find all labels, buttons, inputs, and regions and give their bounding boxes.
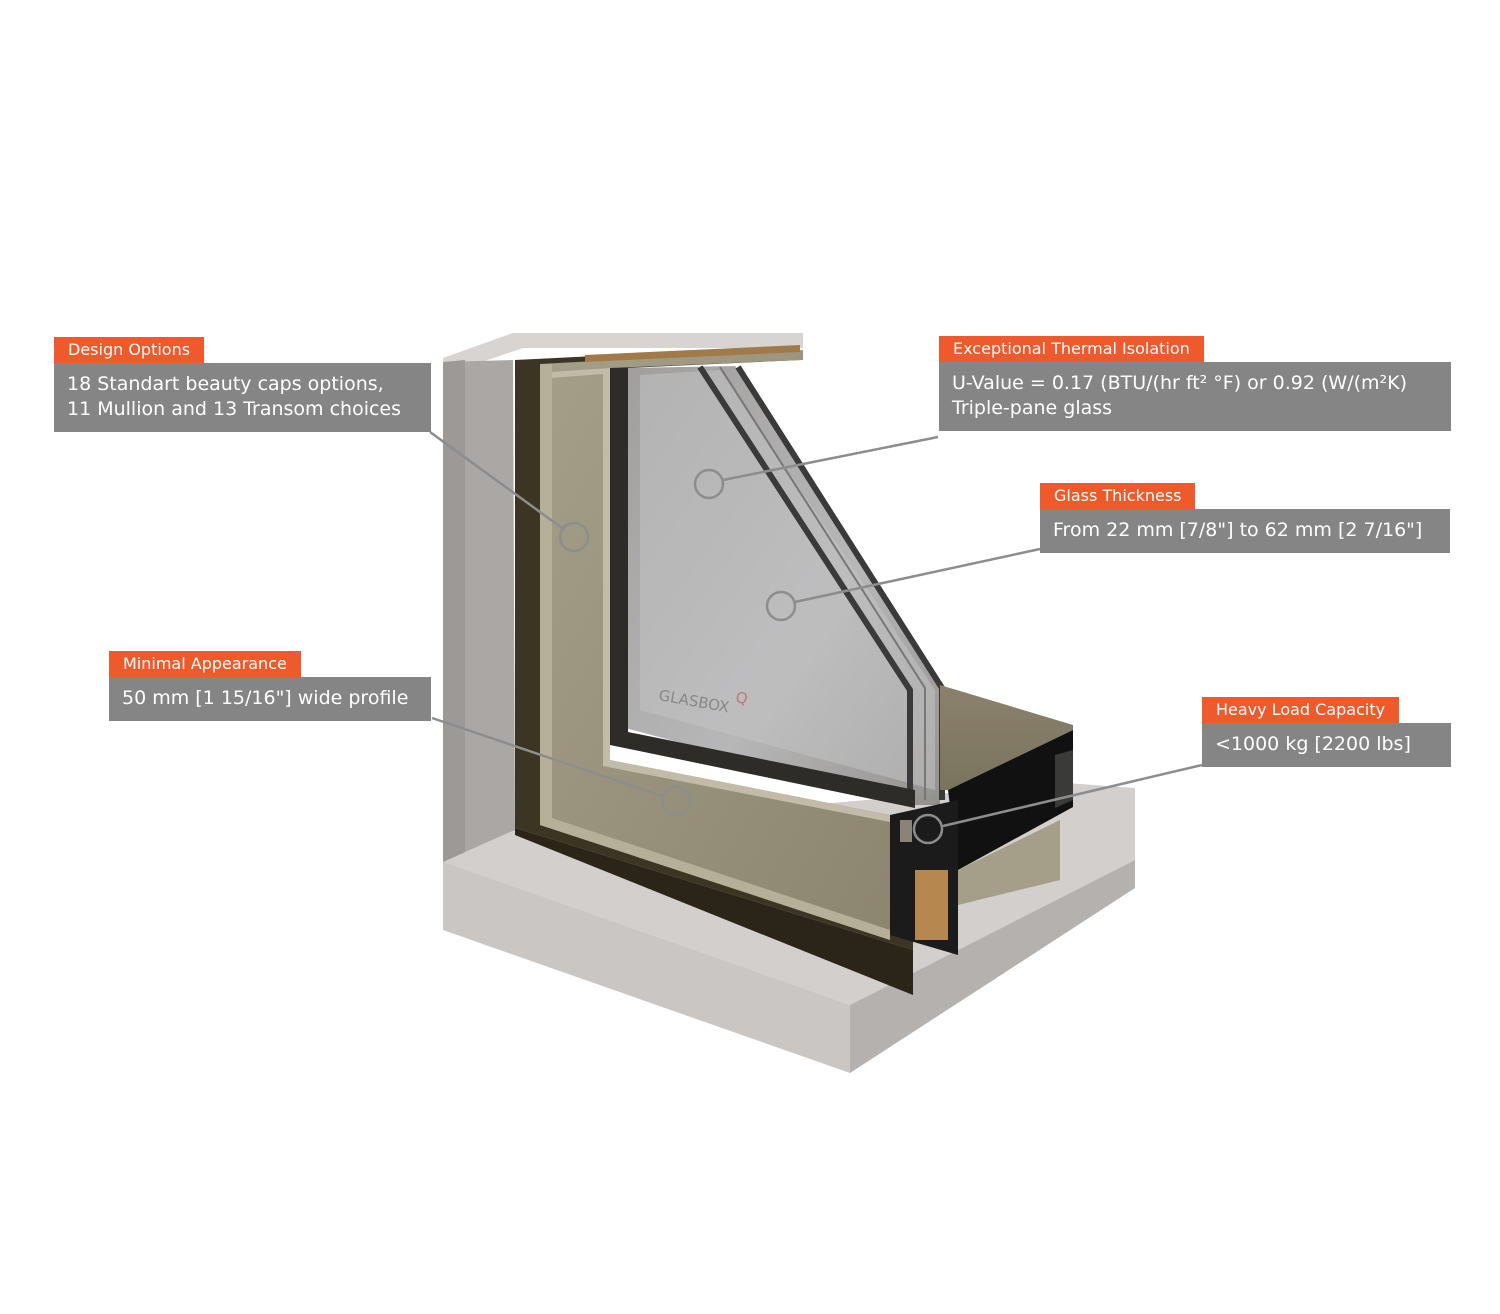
minimal-appearance-box: 50 mm [1 15/16"] wide profile <box>109 677 431 721</box>
marker-design-options <box>558 521 590 553</box>
frame-top-sill <box>585 345 800 362</box>
design-options-box: 18 Standart beauty caps options, 11 Mull… <box>54 363 431 432</box>
leader-heavy-load <box>942 763 1203 828</box>
heavy-load-tag: Heavy Load Capacity <box>1202 697 1400 723</box>
thermal-isolation-line-1: U-Value = 0.17 (BTU/(hr ft² °F) or 0.92 … <box>952 372 1408 394</box>
marker-minimal-appearance <box>660 785 692 817</box>
profile-gasket <box>900 820 912 842</box>
callout-thermal-isolation: Exceptional Thermal Isolation U-Value = … <box>939 336 1451 431</box>
outer-frame-bottom <box>515 828 913 995</box>
glass-panes <box>610 365 945 808</box>
leader-thermal-isolation <box>722 435 939 482</box>
callout-heavy-load: Heavy Load Capacity <1000 kg [2200 lbs] <box>1202 697 1451 767</box>
minimal-appearance-tag: Minimal Appearance <box>109 651 301 677</box>
callout-glass-thickness: Glass Thickness From 22 mm [7/8"] to 62 … <box>1040 483 1450 553</box>
thermal-break-insert <box>915 870 948 940</box>
design-options-tag: Design Options <box>54 337 205 363</box>
wall-floor-front <box>443 862 850 1073</box>
thermal-isolation-tag: Exceptional Thermal Isolation <box>939 336 1204 362</box>
glass-thickness-tag: Glass Thickness <box>1040 483 1196 509</box>
design-options-line-1: 18 Standart beauty caps options, <box>67 373 384 395</box>
heavy-load-line-1: <1000 kg [2200 lbs] <box>1215 733 1411 755</box>
glass-thickness-box: From 22 mm [7/8"] to 62 mm [2 7/16"] <box>1040 509 1450 553</box>
glass-lite-area <box>640 370 935 790</box>
callout-leaders <box>429 430 1203 845</box>
logo-mark: Q <box>734 688 749 708</box>
profile-lower <box>958 820 1060 905</box>
wall-top-edge <box>443 333 803 375</box>
thermal-isolation-line-2: Triple-pane glass <box>952 397 1113 419</box>
leader-minimal-appearance <box>431 716 663 798</box>
wall-floor-right <box>850 860 1135 1073</box>
glass-thickness-line-1: From 22 mm [7/8"] to 62 mm [2 7/16"] <box>1053 519 1423 541</box>
marker-heavy-load <box>912 813 944 845</box>
profile-section <box>890 685 1073 955</box>
minimal-appearance-line-1: 50 mm [1 15/16"] wide profile <box>122 687 409 709</box>
glass-edge-1 <box>697 365 913 800</box>
frame-face <box>540 350 890 940</box>
marker-thermal-isolation <box>693 468 725 500</box>
leader-glass-thickness <box>794 547 1041 604</box>
heavy-load-box: <1000 kg [2200 lbs] <box>1202 723 1451 767</box>
callout-design-options: Design Options 18 Standart beauty caps o… <box>54 337 431 432</box>
profile-cavity <box>948 730 1073 870</box>
wall-left-shadow <box>443 360 465 862</box>
frame-profile <box>540 345 890 940</box>
leader-design-options <box>429 430 563 530</box>
design-options-line-2: 11 Mullion and 13 Transom choices <box>67 398 402 420</box>
callout-minimal-appearance: Minimal Appearance 50 mm [1 15/16"] wide… <box>109 651 431 721</box>
profile-top <box>940 685 1073 790</box>
profile-cavity-light <box>1055 750 1073 808</box>
thermal-isolation-box: U-Value = 0.17 (BTU/(hr ft² °F) or 0.92 … <box>939 362 1451 431</box>
marker-glass-thickness <box>765 590 797 622</box>
glass-edge-3 <box>719 366 926 800</box>
